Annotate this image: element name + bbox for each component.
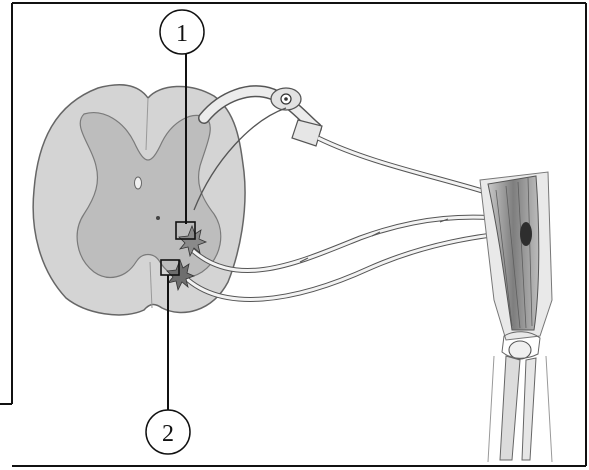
- central-canal: [135, 177, 142, 189]
- spinal-cord-section: [33, 85, 245, 315]
- muscle-spindle: [520, 222, 532, 246]
- callout-1-label: 1: [176, 21, 188, 47]
- fibula: [522, 358, 536, 460]
- tibia: [500, 356, 520, 460]
- leg-illustration: [480, 172, 552, 462]
- callout-2-label: 2: [162, 421, 174, 447]
- kneecap: [509, 341, 531, 359]
